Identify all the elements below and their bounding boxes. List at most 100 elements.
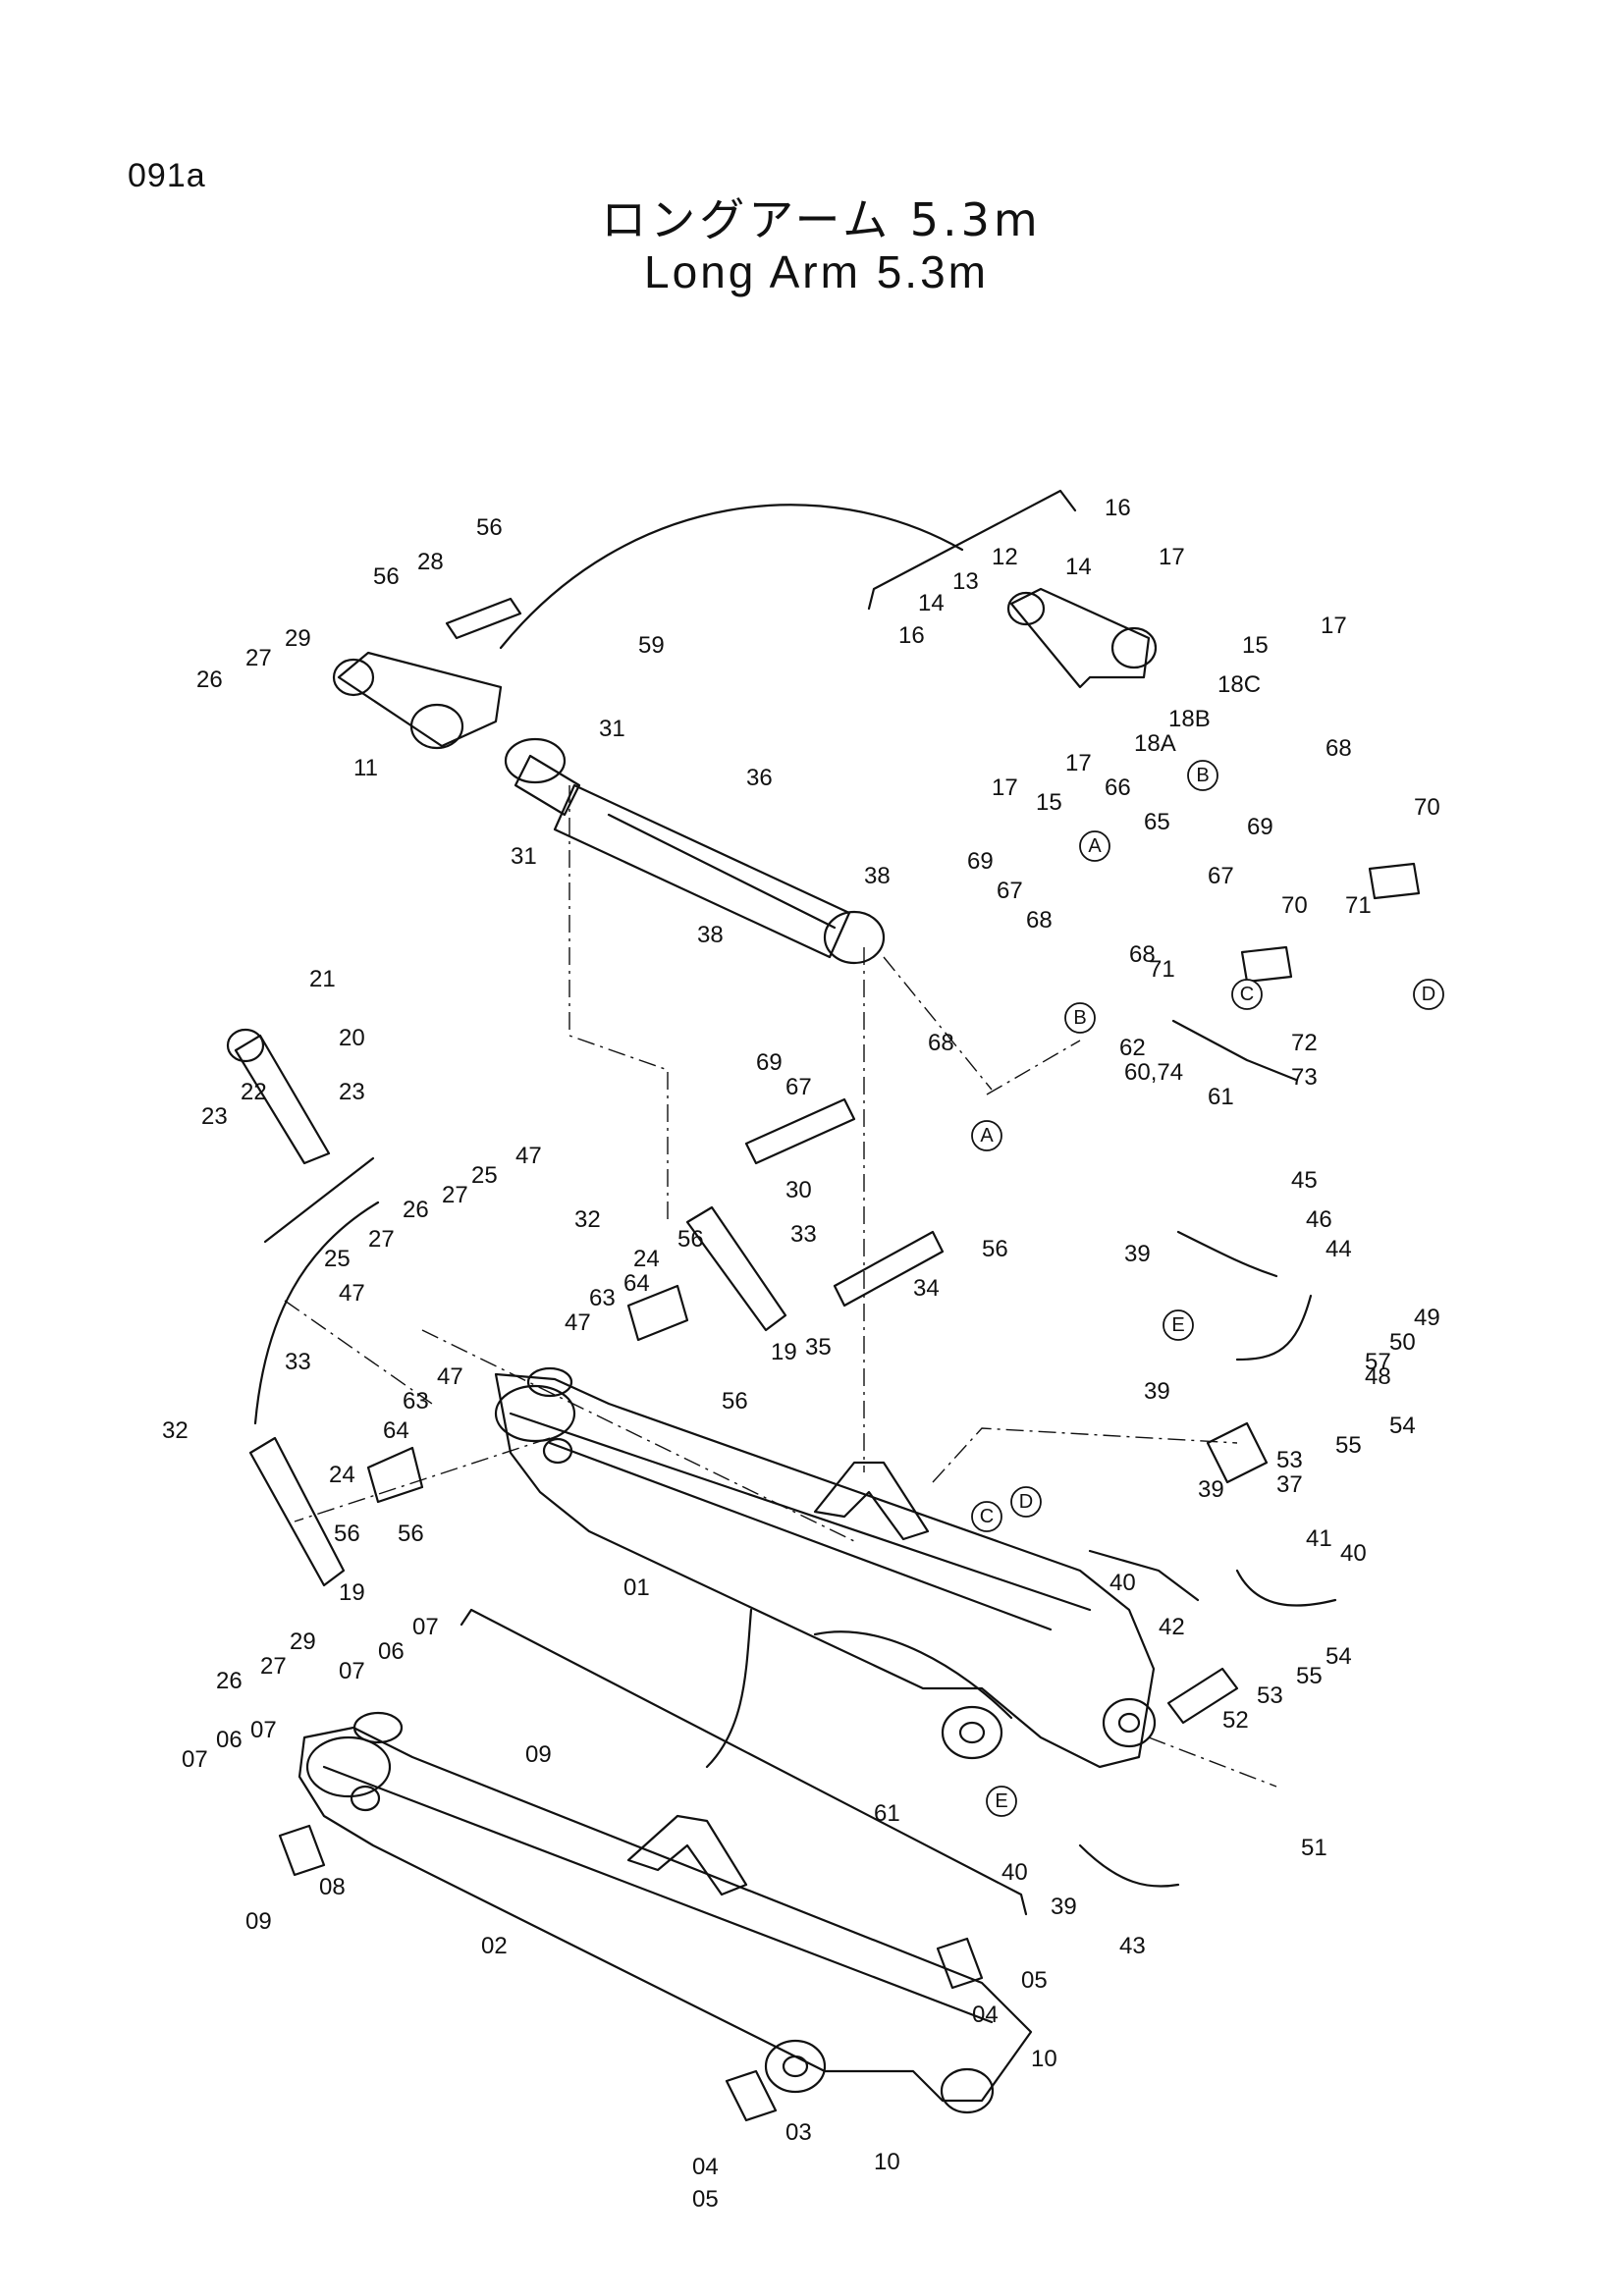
pipe-42	[1088, 1549, 1200, 1602]
page-code: 091a	[128, 157, 206, 194]
callout-01: 01	[623, 1575, 650, 1601]
callout-36: 36	[746, 765, 773, 791]
link-12-eye-a	[1006, 591, 1046, 626]
arm-02-boss-top	[352, 1711, 404, 1744]
ref-marker-letter: A	[1088, 835, 1102, 857]
callout-63: 63	[589, 1285, 616, 1311]
callout-72: 72	[1291, 1030, 1318, 1056]
callout-24: 24	[329, 1462, 355, 1488]
callout-23: 23	[339, 1079, 365, 1105]
callout-64: 64	[383, 1417, 409, 1444]
cylinder-36-head-eye	[823, 910, 886, 965]
callout-14: 14	[918, 590, 945, 616]
callout-56: 56	[334, 1521, 360, 1547]
callout-51: 51	[1301, 1835, 1327, 1861]
callout-54: 54	[1389, 1413, 1416, 1439]
ref-marker-e: E	[1163, 1309, 1194, 1341]
arm-02-body	[298, 1726, 1033, 2103]
ref-marker-circle	[1413, 979, 1444, 1010]
callout-56: 56	[722, 1388, 748, 1415]
callout-06: 06	[216, 1727, 243, 1753]
callout-66: 66	[1105, 774, 1131, 801]
callout-67: 67	[785, 1074, 812, 1100]
callout-54: 54	[1325, 1643, 1352, 1670]
callout-03: 03	[785, 2119, 812, 2146]
group-bracket-arm02	[460, 1608, 1028, 1916]
callout-56: 56	[677, 1226, 704, 1253]
title-japanese: ロングアーム 5.3m	[601, 193, 1042, 246]
ref-marker-b: B	[1187, 760, 1218, 791]
callout-25: 25	[324, 1246, 351, 1272]
ref-marker-circle	[971, 1501, 1002, 1532]
ref-marker-circle	[1231, 979, 1263, 1010]
assembly-line-7	[883, 956, 993, 1091]
callout-39: 39	[1198, 1476, 1224, 1503]
arm-01-boss-front-inner	[542, 1437, 573, 1465]
clamp-70-b	[1240, 945, 1293, 984]
callout-68: 68	[1325, 735, 1352, 762]
callout-04: 04	[692, 2154, 719, 2180]
callout-08: 08	[319, 1874, 346, 1900]
hose-41	[1235, 1569, 1337, 1607]
ref-marker-circle	[1010, 1486, 1042, 1518]
callout-59: 59	[638, 632, 665, 659]
callout-67: 67	[997, 878, 1023, 904]
callout-27: 27	[368, 1226, 395, 1253]
callout-13: 13	[952, 568, 979, 595]
callout-44: 44	[1325, 1236, 1352, 1262]
callout-39: 39	[1124, 1241, 1151, 1267]
ref-marker-d: D	[1413, 979, 1444, 1010]
ref-marker-c: C	[1231, 979, 1263, 1010]
ref-marker-circle	[986, 1786, 1017, 1817]
ref-marker-b: B	[1064, 1002, 1096, 1034]
callout-31: 31	[511, 843, 537, 870]
ref-marker-letter: C	[980, 1506, 994, 1527]
assembly-line-1	[568, 785, 669, 1222]
callout-38: 38	[864, 863, 891, 889]
arm-01-pin-boss-inner	[958, 1721, 986, 1744]
callout-26: 26	[403, 1197, 429, 1223]
callout-53: 53	[1276, 1447, 1303, 1473]
ref-marker-circle	[1163, 1309, 1194, 1341]
callout-32: 32	[574, 1206, 601, 1233]
ref-marker-d: D	[1010, 1486, 1042, 1518]
callout-41: 41	[1306, 1525, 1332, 1552]
callout-26: 26	[196, 667, 223, 693]
callout-04: 04	[972, 2002, 999, 2028]
callout-10: 10	[874, 2149, 900, 2175]
link-20-eye	[226, 1028, 265, 1063]
assembly-line-6	[986, 1040, 1081, 1095]
arm-02-top-edge	[322, 1765, 994, 2024]
callout-40: 40	[1001, 1859, 1028, 1886]
callout-17: 17	[1065, 750, 1092, 776]
link-12-eye-b	[1110, 626, 1158, 669]
pin-34	[833, 1230, 945, 1308]
link-19-left	[248, 1436, 346, 1587]
callout-18C: 18C	[1217, 671, 1261, 698]
pin-52	[1166, 1667, 1239, 1725]
callout-22: 22	[241, 1079, 267, 1105]
bushing-08	[278, 1824, 326, 1877]
callout-09: 09	[245, 1908, 272, 1935]
callout-16: 16	[1105, 495, 1131, 521]
callout-47: 47	[437, 1363, 463, 1390]
callout-68: 68	[928, 1030, 954, 1056]
callout-55: 55	[1335, 1432, 1362, 1459]
callout-33: 33	[285, 1349, 311, 1375]
cylinder-36-pipe	[607, 813, 837, 930]
callout-11: 11	[353, 755, 378, 781]
callout-56: 56	[373, 563, 400, 590]
pin-37	[1206, 1421, 1269, 1484]
callout-02: 02	[481, 1933, 508, 1959]
ref-marker-circle	[971, 1120, 1002, 1151]
callout-39: 39	[1144, 1378, 1170, 1405]
link-11-eye-a	[332, 658, 375, 697]
assembly-line-5	[1148, 1736, 1277, 1788]
arm-01-web-curve	[813, 1630, 1013, 1720]
callout-50: 50	[1389, 1329, 1416, 1356]
callout-18A: 18A	[1134, 730, 1176, 757]
group-bracket-link12	[867, 489, 1077, 611]
cylinder-36-rod-eye	[504, 737, 567, 784]
